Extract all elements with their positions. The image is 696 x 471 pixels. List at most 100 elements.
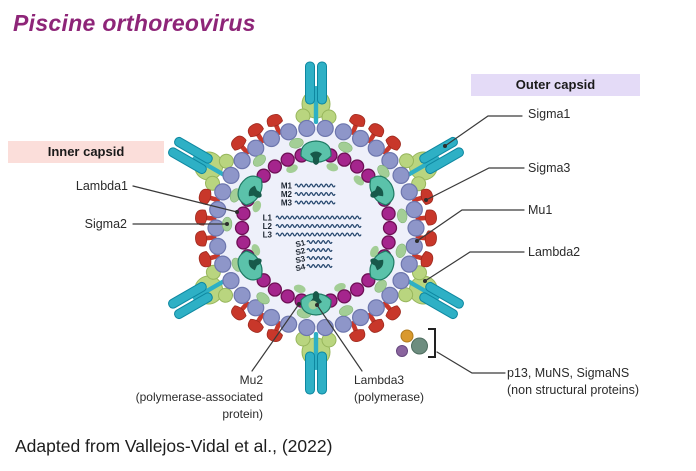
genome-segment-label: S2 <box>295 246 307 257</box>
rna-segment <box>275 232 362 237</box>
lambda1-subunit <box>381 235 396 250</box>
leader-dot <box>235 210 239 214</box>
inner-capsid-legend: Inner capsid <box>8 141 164 163</box>
lambda1-subunit <box>236 235 251 250</box>
rna-segment <box>275 215 362 220</box>
mu1-subunit <box>222 272 240 290</box>
sigma1-rod <box>317 351 327 395</box>
ns-protein-dot-muns <box>396 345 408 357</box>
lambda1-subunit <box>382 220 398 236</box>
mu1-subunit <box>262 129 281 148</box>
sigma3-protein <box>247 123 266 145</box>
sigma3-protein <box>231 300 251 321</box>
genome-segment-label: M3 <box>281 199 293 208</box>
sigma1-rod <box>168 281 207 309</box>
sigma1-spike <box>168 136 234 191</box>
lambda1-subunit <box>349 159 365 174</box>
sigma1-rod <box>305 61 315 105</box>
label-lambda3-sub: (polymerase) <box>354 390 425 404</box>
mu1-subunit <box>405 201 423 219</box>
sigma1-stem <box>405 278 440 301</box>
mu1-subunit <box>214 183 232 201</box>
mu1-subunit <box>400 255 418 273</box>
label-lambda3-name: Lambda3 <box>354 373 405 387</box>
sigma3-protein <box>198 251 221 268</box>
genome-segment-label: L1 <box>263 214 273 223</box>
sigma1-rod <box>305 351 315 395</box>
mu2-protein <box>370 258 384 271</box>
mu1-subunit <box>381 152 399 170</box>
mu1-subunit <box>209 237 227 255</box>
sigma1-spike <box>168 264 234 320</box>
rna-segment <box>306 239 333 245</box>
polymerase-turret <box>237 250 263 281</box>
label-sigma2: Sigma2 <box>84 217 127 231</box>
label-ns-proteins-sub: (non structural proteins) <box>507 383 640 397</box>
sigma2-protein <box>374 279 387 293</box>
ns-protein-dot-sigmans <box>411 337 428 355</box>
label-mu2: Mu2 (polymerase-associated protein) <box>93 372 263 423</box>
label-mu2-sub2: protein) <box>222 407 263 421</box>
polymerase-turret <box>369 250 395 281</box>
mu1-subunit <box>262 308 281 327</box>
polymerase-turret <box>300 140 332 165</box>
sigma1-spike <box>295 61 337 125</box>
mu2-protein <box>248 258 262 271</box>
label-sigma1: Sigma1 <box>528 107 571 121</box>
sigma1-rod <box>174 292 213 320</box>
sigma3-protein <box>381 300 401 321</box>
sigma2-protein <box>377 164 390 178</box>
leader-dot <box>443 144 447 148</box>
lambda1-subunit <box>280 289 295 304</box>
mu1-subunit <box>207 219 225 237</box>
lambda1-subunit <box>280 152 295 167</box>
sigma1-stem <box>192 155 227 178</box>
mu2-protein <box>248 185 262 198</box>
sigma2-protein <box>252 200 262 213</box>
mu1-subunit <box>405 237 423 255</box>
leader-line <box>416 209 525 242</box>
sigma3-protein <box>266 113 283 136</box>
sigma3-protein <box>349 320 366 343</box>
sigma2-protein <box>252 154 266 167</box>
label-lambda1: Lambda1 <box>75 179 128 193</box>
rna-segment <box>294 183 336 188</box>
mu1-subunit <box>247 299 265 317</box>
sigma3-protein <box>231 135 251 156</box>
rna-segment <box>294 191 336 197</box>
rna-segment <box>306 247 333 253</box>
mu1-subunit <box>209 201 227 219</box>
sigma3-protein <box>349 113 366 136</box>
mu1-subunit <box>392 166 410 184</box>
mu1-subunit <box>233 286 251 304</box>
label-sigma3: Sigma3 <box>528 161 571 175</box>
rna-segment <box>294 200 336 205</box>
sigma1-stem <box>405 155 440 178</box>
lambda2-base <box>398 153 414 169</box>
ns-bracket <box>428 328 436 358</box>
leader-dot <box>415 239 419 243</box>
leader-dot <box>423 279 427 283</box>
sigma2-protein <box>289 137 304 149</box>
lambda1-subunit <box>267 159 283 174</box>
lambda2-base <box>398 287 414 303</box>
sigma3-protein <box>415 209 437 226</box>
mu1-subunit <box>316 119 334 138</box>
sigma1-spike <box>398 136 464 192</box>
attribution-text: Adapted from Vallejos-Vidal et al., (202… <box>15 436 333 456</box>
sigma1-spike <box>398 265 464 320</box>
genome-segment-label: L3 <box>263 231 273 240</box>
label-lambda3: Lambda3 (polymerase) <box>354 372 424 406</box>
lambda1-subunit <box>267 282 283 297</box>
sigma2-protein <box>339 305 354 317</box>
mu1-subunit <box>381 286 399 304</box>
label-mu2-name: Mu2 <box>239 373 263 387</box>
sigma1-rod <box>425 147 464 175</box>
mu1-subunit <box>392 272 410 290</box>
sigma3-protein <box>411 188 434 205</box>
leader-line <box>132 185 238 213</box>
lambda2-base <box>218 287 234 303</box>
genome-segment-label: S4 <box>295 262 307 273</box>
